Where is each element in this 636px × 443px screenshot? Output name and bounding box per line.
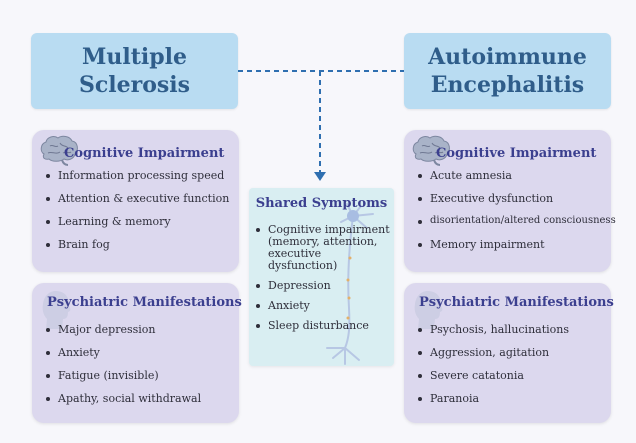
ms-cognitive-title: Cognitive Impairment (64, 146, 225, 161)
list-item: Depression (255, 280, 391, 292)
list-item: Brain fog (45, 238, 229, 261)
list-item: Information processing speed (45, 169, 229, 192)
ae-psychiatric-title: Psychiatric Manifestations (419, 295, 614, 310)
multiple-sclerosis-title: Multiple Sclerosis (78, 44, 191, 98)
list-item: Fatigue (invisible) (45, 369, 201, 392)
list-item: Apathy, social withdrawal (45, 392, 201, 415)
shared-symptoms-title: Shared Symptoms (255, 196, 388, 211)
connector-arrowhead (314, 172, 326, 181)
ae-cognitive-panel: Cognitive Impairment Acute amnesia Execu… (404, 130, 616, 272)
ae-cognitive-title: Cognitive Impairment (436, 146, 597, 161)
list-item: Psychosis, hallucinations (417, 323, 569, 346)
list-item: disorientation/altered consciousness (417, 215, 616, 238)
brain-icon (412, 135, 450, 166)
neuron-illustration (326, 203, 374, 365)
list-item: Cognitive impairment (memory, attention,… (255, 224, 391, 272)
ms-psychiatric-title: Psychiatric Manifestations (47, 295, 242, 310)
list-item: Attention & executive function (45, 192, 229, 215)
list-item: Paranoia (417, 392, 569, 415)
head-silhouette-icon (42, 291, 71, 329)
ae-cognitive-list: Acute amnesia Executive dysfunction diso… (417, 169, 616, 261)
autoimmune-encephalitis-header: Autoimmune Encephalitis (404, 33, 611, 109)
list-item: Major depression (45, 323, 201, 346)
shared-symptoms-list: Cognitive impairment (memory, attention,… (255, 224, 391, 340)
list-item: Anxiety (255, 300, 391, 312)
list-item: Anxiety (45, 346, 201, 369)
ae-psychiatric-list: Psychosis, hallucinations Aggression, ag… (417, 323, 569, 415)
ms-cognitive-panel: Cognitive Impairment Information process… (32, 130, 239, 272)
brain-icon (40, 135, 78, 166)
list-item: Acute amnesia (417, 169, 616, 192)
ms-psychiatric-list: Major depression Anxiety Fatigue (invisi… (45, 323, 201, 415)
list-item: Executive dysfunction (417, 192, 616, 215)
ms-psychiatric-panel: Psychiatric Manifestations Major depress… (32, 283, 242, 423)
list-item: Sleep disturbance (255, 320, 391, 332)
autoimmune-encephalitis-title: Autoimmune Encephalitis (428, 44, 587, 98)
list-item: Memory impairment (417, 238, 616, 261)
shared-symptoms-panel: Shared Symptoms Cognitive impairment (me… (249, 188, 394, 366)
head-silhouette-icon (414, 291, 443, 329)
ae-psychiatric-panel: Psychiatric Manifestations Psychosis, ha… (404, 283, 614, 423)
multiple-sclerosis-header: Multiple Sclerosis (31, 33, 238, 109)
list-item: Learning & memory (45, 215, 229, 238)
list-item: Severe catatonia (417, 369, 569, 392)
list-item: Aggression, agitation (417, 346, 569, 369)
ms-cognitive-list: Information processing speed Attention &… (45, 169, 229, 261)
